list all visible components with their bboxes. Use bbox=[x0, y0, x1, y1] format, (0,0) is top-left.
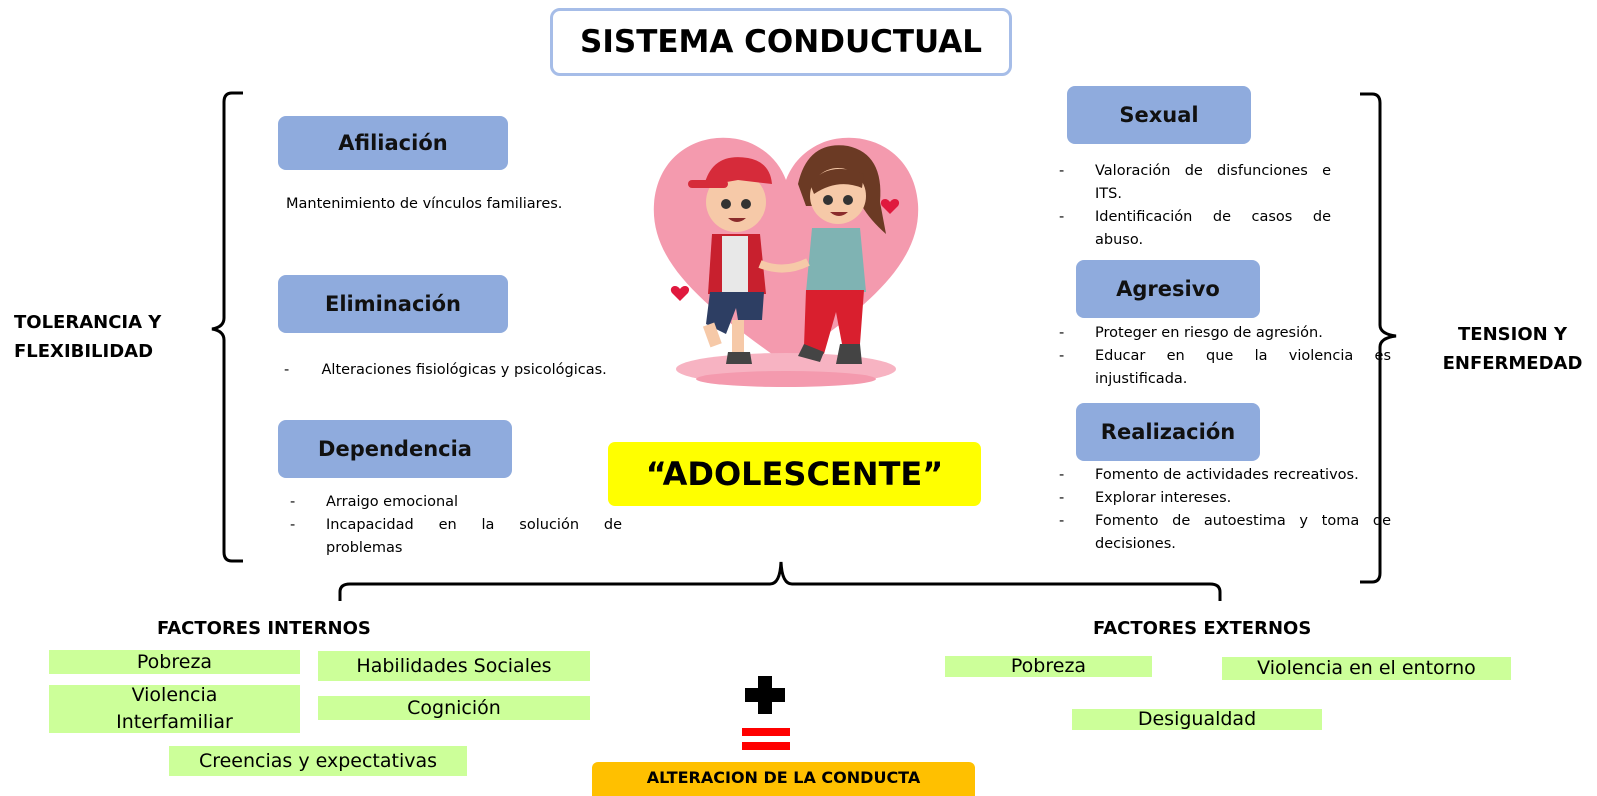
realizacion-item: Fomento de actividades recreativos. bbox=[1055, 464, 1391, 487]
agresivo-description: Proteger en riesgo de agresión. Educar e… bbox=[1055, 322, 1391, 391]
subsystem-realizacion: Realización bbox=[1076, 403, 1260, 461]
subsystem-eliminacion: Eliminación bbox=[278, 275, 508, 333]
dependencia-item: Arraigo emocional bbox=[286, 491, 622, 514]
boy-figure bbox=[688, 157, 772, 364]
left-side-label: TOLERANCIA Y FLEXIBILIDAD bbox=[14, 308, 161, 366]
sexual-item: Valoración de disfunciones e ITS. bbox=[1055, 160, 1331, 206]
afiliacion-description: Mantenimiento de vínculos familiares. bbox=[286, 196, 563, 212]
internal-factor-creencias: Creencias y expectativas bbox=[169, 746, 467, 776]
left-label-line-2: FLEXIBILIDAD bbox=[14, 341, 154, 362]
left-bracket bbox=[211, 91, 243, 563]
eliminacion-dash: - bbox=[284, 362, 322, 378]
eliminacion-description: - Alteraciones fisiológicas y psicológic… bbox=[284, 359, 616, 382]
internal-factor-habilidades-sociales: Habilidades Sociales bbox=[318, 651, 590, 681]
agresivo-item: Proteger en riesgo de agresión. bbox=[1055, 322, 1391, 345]
diagram-title: SISTEMA CONDUCTUAL bbox=[550, 8, 1012, 76]
right-bracket bbox=[1360, 92, 1397, 584]
realizacion-item: Explorar intereses. bbox=[1055, 487, 1391, 510]
left-label-line-1: TOLERANCIA Y bbox=[14, 312, 162, 333]
internal-factor-violencia-interfamiliar: Violencia Interfamiliar bbox=[49, 684, 300, 733]
bottom-bracket bbox=[338, 561, 1222, 601]
external-factor-violencia-entorno: Violencia en el entorno bbox=[1222, 657, 1511, 680]
sexual-item: Identificación de casos de abuso. bbox=[1055, 206, 1331, 252]
eliminacion-text: Alteraciones fisiológicas y psicológicas… bbox=[321, 362, 607, 378]
right-label-line-1: TENSION Y bbox=[1458, 324, 1567, 345]
dependencia-description: Arraigo emocional Incapacidad en la solu… bbox=[286, 491, 622, 560]
result-alteracion-conducta: ALTERACION DE LA CONDUCTA bbox=[592, 762, 975, 796]
agresivo-item: Educar en que la violencia es injustific… bbox=[1055, 345, 1391, 391]
center-label-adolescente: “ADOLESCENTE” bbox=[608, 442, 981, 506]
sexual-description: Valoración de disfunciones e ITS. Identi… bbox=[1055, 160, 1331, 252]
subsystem-dependencia: Dependencia bbox=[278, 420, 512, 478]
realizacion-item: Fomento de autoestima y toma de decision… bbox=[1055, 510, 1391, 556]
external-factor-pobreza: Pobreza bbox=[945, 655, 1152, 677]
realizacion-description: Fomento de actividades recreativos. Expl… bbox=[1055, 464, 1391, 556]
plus-equals-symbols bbox=[742, 676, 790, 750]
external-factors-title: FACTORES EXTERNOS bbox=[1093, 618, 1312, 639]
plus-icon bbox=[745, 676, 785, 714]
right-label-line-2: ENFERMEDAD bbox=[1442, 353, 1583, 374]
external-factor-desigualdad: Desigualdad bbox=[1072, 708, 1322, 730]
right-side-label: TENSION Y ENFERMEDAD bbox=[1430, 320, 1595, 378]
girl-figure bbox=[798, 145, 886, 364]
internal-factor-pobreza: Pobreza bbox=[49, 650, 300, 674]
subsystem-sexual: Sexual bbox=[1067, 86, 1251, 144]
internal-factors-title: FACTORES INTERNOS bbox=[157, 618, 371, 639]
subsystem-afiliacion: Afiliación bbox=[278, 116, 508, 170]
dependencia-item: Incapacidad en la solución de problemas bbox=[286, 514, 622, 560]
internal-factor-cognicion: Cognición bbox=[318, 696, 590, 720]
subsystem-agresivo: Agresivo bbox=[1076, 260, 1260, 318]
equals-icon bbox=[742, 728, 790, 750]
adolescent-couple-illustration bbox=[653, 137, 919, 387]
